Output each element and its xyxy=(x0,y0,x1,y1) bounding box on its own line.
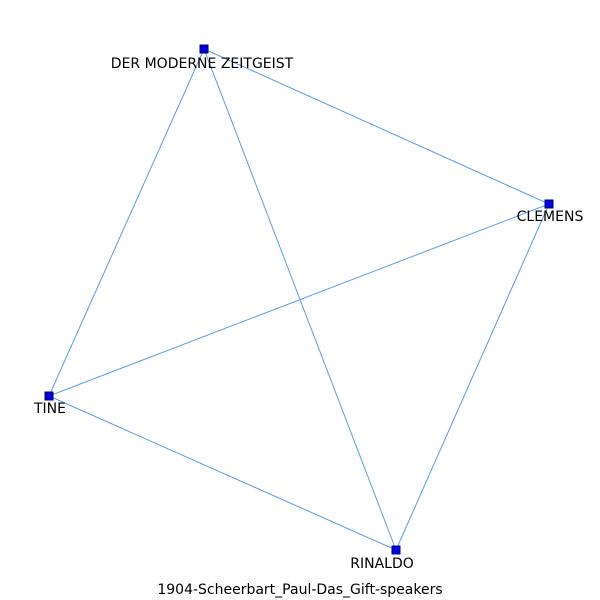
labels-layer: DER MODERNE ZEITGEIST CLEMENS TINE RINALDO xyxy=(33,56,583,572)
edge-tine-rinaldo xyxy=(48,395,397,551)
node-clemens xyxy=(544,199,554,209)
node-label-rinaldo: RINALDO xyxy=(350,556,414,572)
node-label-zeitgeist: DER MODERNE ZEITGEIST xyxy=(111,56,294,72)
node-label-clemens: CLEMENS xyxy=(517,209,584,225)
edges-layer xyxy=(48,48,550,551)
node-tine xyxy=(44,391,54,401)
node-rinaldo xyxy=(391,545,401,555)
edge-zeitgeist-tine xyxy=(48,48,205,397)
edge-clemens-rinaldo xyxy=(395,203,550,551)
node-label-tine: TINE xyxy=(33,401,66,417)
node-zeitgeist xyxy=(199,44,209,54)
edge-clemens-tine xyxy=(48,203,550,397)
graph-caption: 1904-Scheerbart_Paul-Das_Gift-speakers xyxy=(157,582,443,598)
edge-zeitgeist-clemens xyxy=(203,48,550,205)
nodes-layer xyxy=(44,44,554,555)
